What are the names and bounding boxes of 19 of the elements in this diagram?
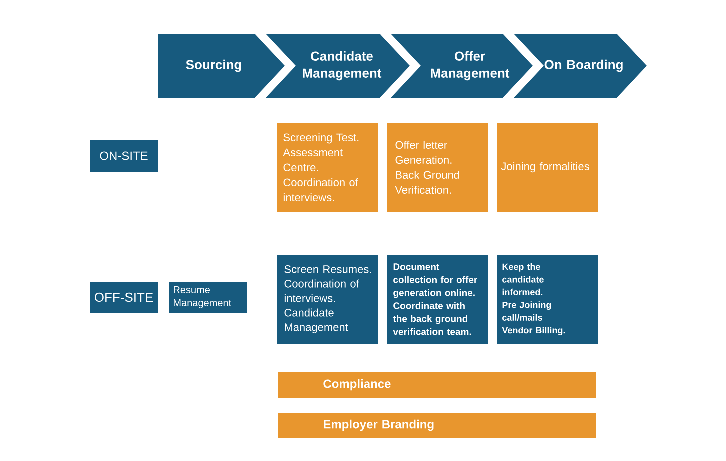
node-label: On Boarding: [544, 60, 623, 72]
band: Employer Branding: [278, 413, 596, 438]
activity-box: Offer letter Generation. Back Ground Verification.: [387, 123, 488, 212]
process-step: Offer Management: [391, 34, 533, 98]
activity-box: Document collection for offer generation online. Coordinate with the back ground verification team.: [387, 255, 488, 344]
activity-box: Resume Management: [169, 282, 247, 313]
band: Compliance: [278, 372, 596, 398]
activity-box: Keep the candidate informed. Pre Joining call/mails Vendor Billing.: [497, 255, 598, 344]
activity-box: Joining formalities: [497, 123, 598, 212]
process-step: Candidate Management: [266, 34, 410, 98]
node-label: Candidate Management: [303, 51, 382, 81]
row-label: ON-SITE: [90, 140, 158, 172]
row-label: OFF-SITE: [90, 282, 158, 313]
activity-box: Screen Resumes. Coordination of interviews. Candidate Management: [277, 255, 378, 344]
node-label: Offer Management: [431, 51, 510, 81]
node-label: Sourcing: [186, 60, 242, 72]
process-step: On Boarding: [514, 34, 647, 98]
process-step: Sourcing: [158, 34, 285, 98]
activity-box: Screening Test. Assessment Centre. Coordination of interviews.: [277, 123, 378, 212]
